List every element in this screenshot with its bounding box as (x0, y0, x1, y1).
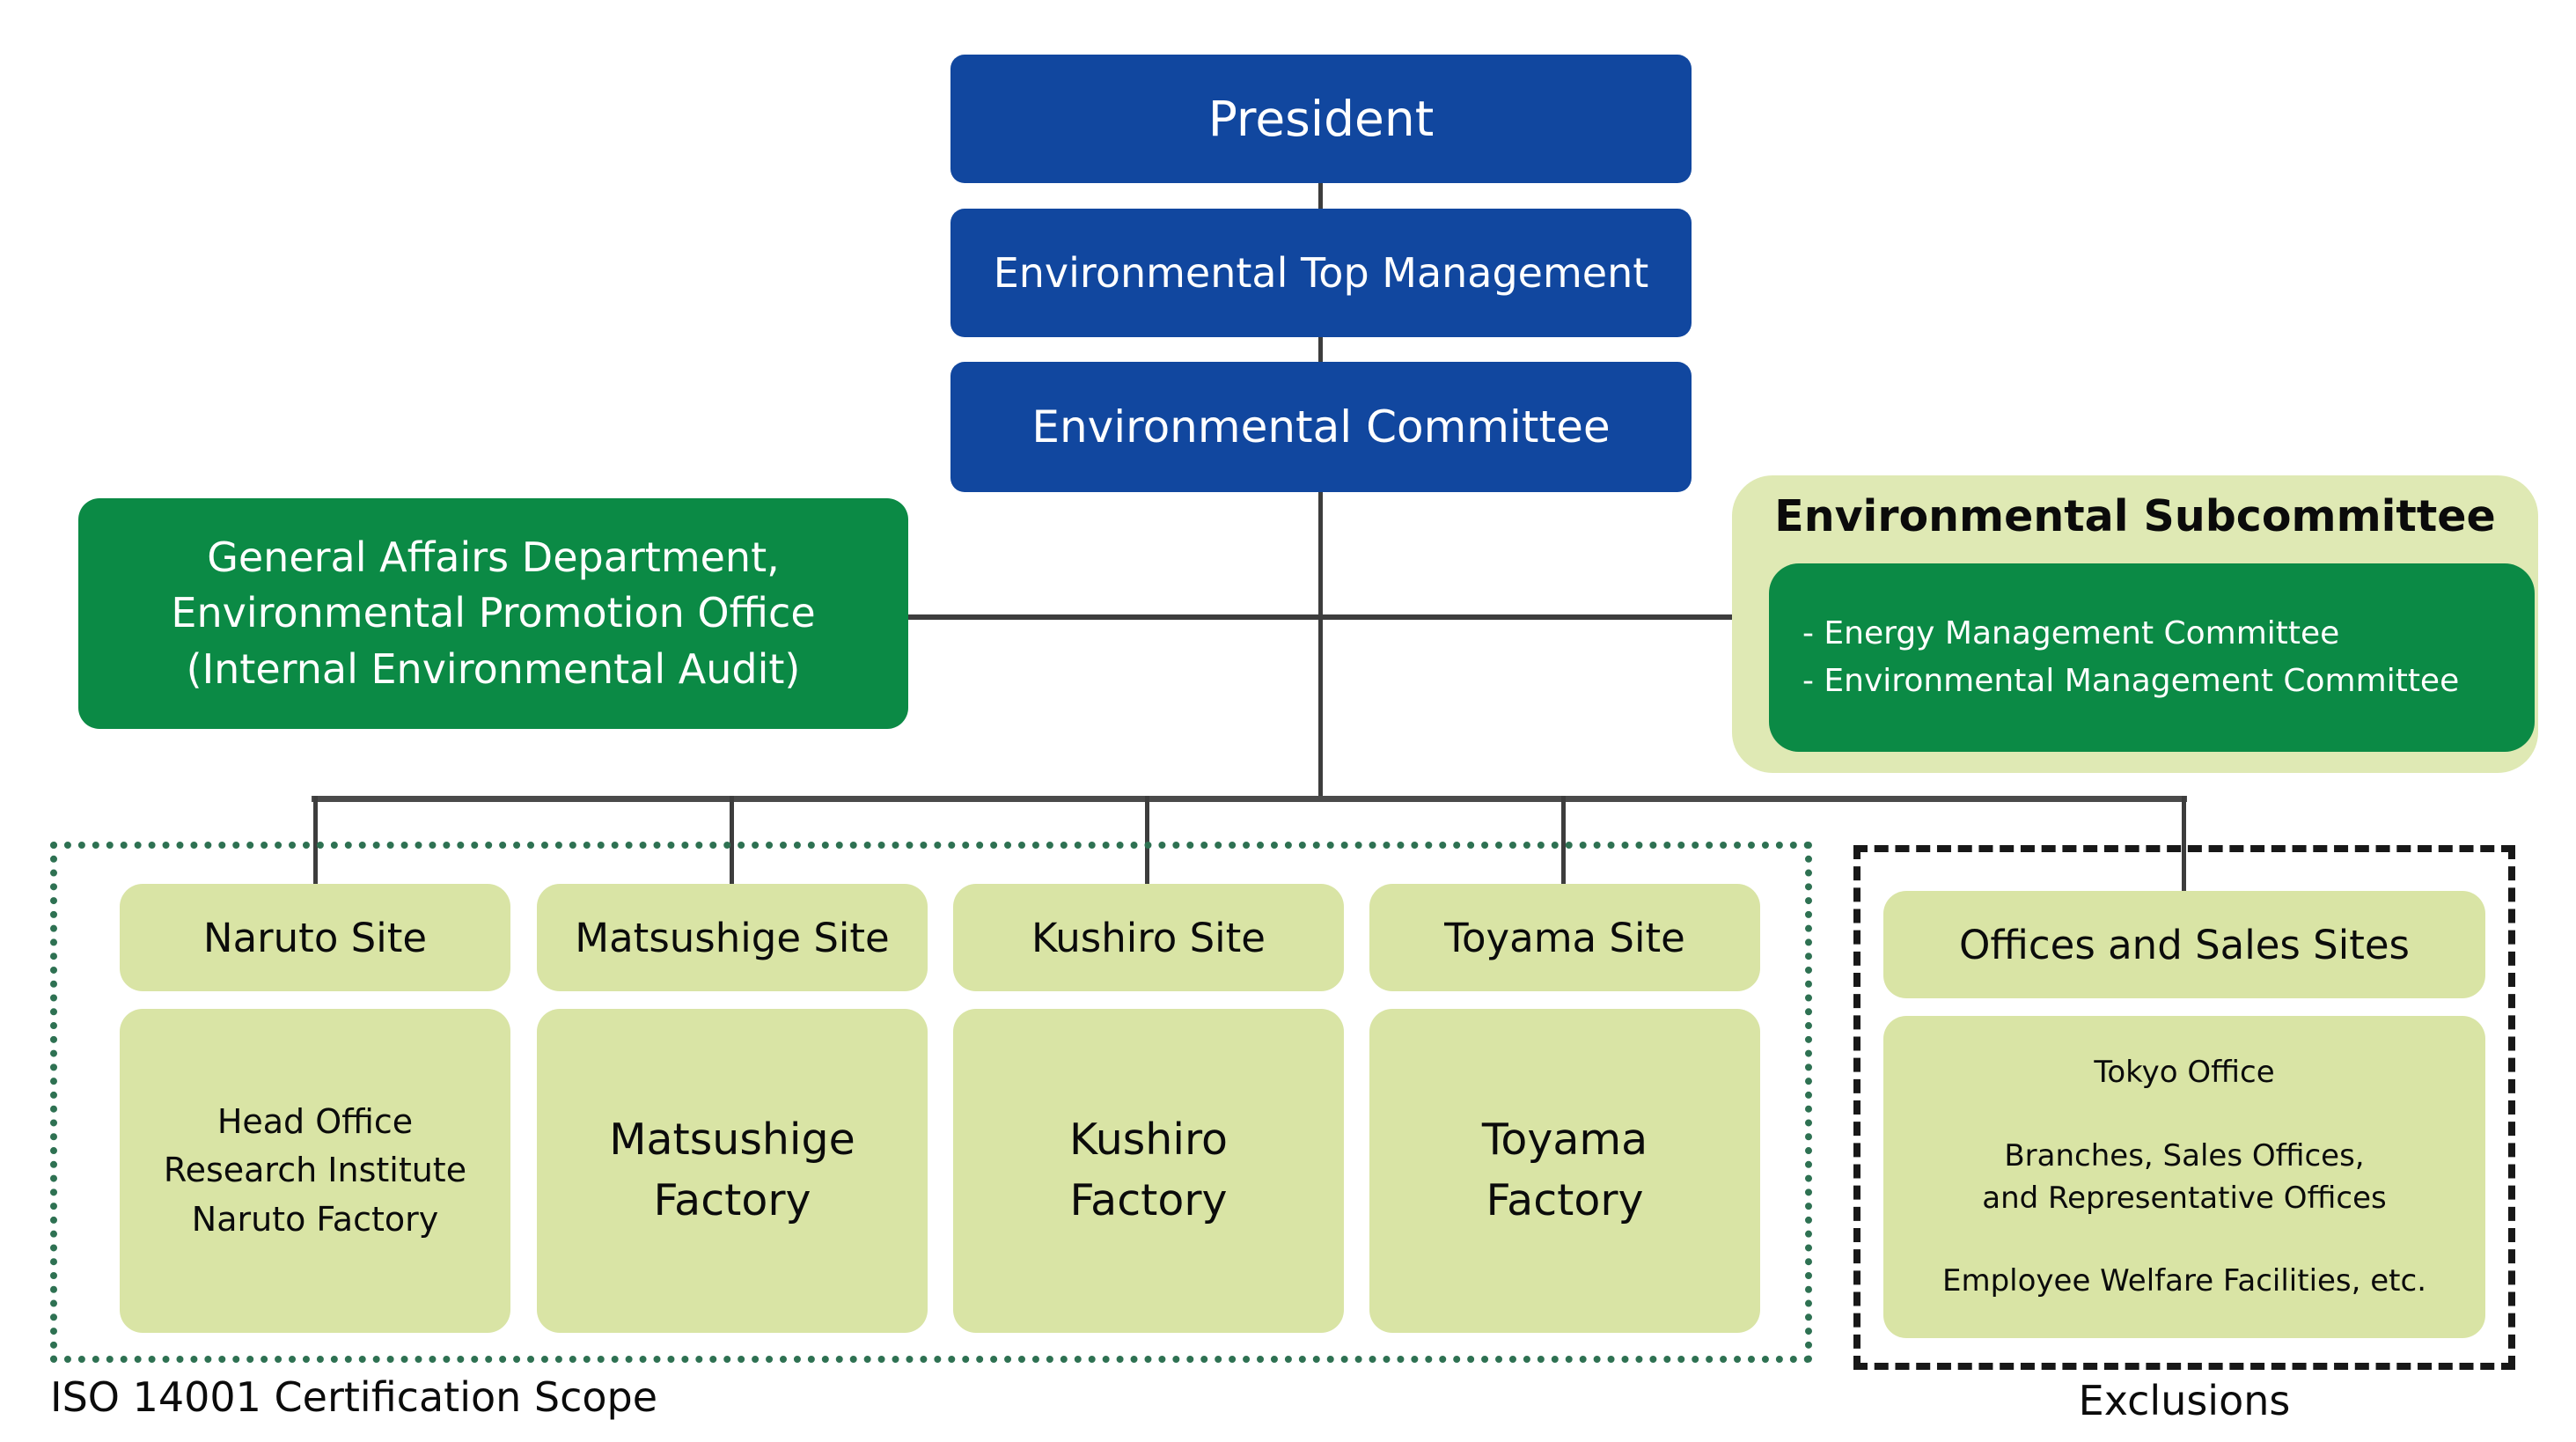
general-affairs-box: General Affairs Department, Environmenta… (78, 498, 908, 729)
offices-sales-header: Offices and Sales Sites (1883, 891, 2485, 998)
naruto-detail-line-3: Naruto Factory (191, 1199, 439, 1239)
environmental-top-management-box: Environmental Top Management (950, 209, 1692, 337)
exclusions-container (1853, 845, 2515, 1370)
connector-bus (312, 796, 2187, 802)
iso-scope-caption: ISO 14001 Certification Scope (50, 1373, 658, 1421)
connector-president-topmgmt (1318, 181, 1323, 210)
matsushige-detail-line-2: Factory (653, 1175, 811, 1225)
kushiro-detail-line-1: Kushiro (1069, 1115, 1228, 1166)
kushiro-site-header: Kushiro Site (953, 884, 1344, 991)
general-affairs-line-2: Environmental Promotion Office (171, 589, 816, 637)
environmental-committee-label: Environmental Committee (1031, 401, 1611, 452)
connector-audit-subcommittee (908, 614, 1732, 620)
subcommittee-item-1: - Energy Management Committee (1802, 615, 2340, 651)
exclusions-caption: Exclusions (2078, 1377, 2291, 1424)
naruto-site-detail: Head Office Research Institute Naruto Fa… (120, 1009, 510, 1333)
general-affairs-line-3: (Internal Environmental Audit) (186, 644, 801, 693)
toyama-site-detail: Toyama Factory (1369, 1009, 1760, 1333)
offices-detail-para-1: Tokyo Office (2094, 1051, 2274, 1093)
naruto-detail-line-2: Research Institute (163, 1151, 467, 1190)
offices-detail-para-3: Employee Welfare Facilities, etc. (1942, 1260, 2426, 1302)
toyama-detail-line-2: Factory (1486, 1175, 1644, 1225)
offices-sales-label: Offices and Sales Sites (1959, 921, 2410, 968)
toyama-site-header: Toyama Site (1369, 884, 1760, 991)
subcommittee-item-2: - Environmental Management Committee (1802, 663, 2460, 699)
environmental-top-management-label: Environmental Top Management (993, 249, 1649, 297)
president-label: President (1207, 91, 1435, 147)
naruto-site-label: Naruto Site (202, 914, 428, 961)
offices-detail-line-1: Tokyo Office (2094, 1055, 2275, 1091)
environmental-subcommittee-title: Environmental Subcommittee (1774, 491, 2496, 541)
offices-detail-line-4: Employee Welfare Facilities, etc. (1941, 1263, 2427, 1299)
toyama-detail-line-1: Toyama (1481, 1115, 1648, 1166)
connector-topmgmt-committee (1318, 335, 1323, 364)
offices-sales-detail: Tokyo Office Branches, Sales Offices, an… (1883, 1016, 2485, 1338)
environmental-committee-box: Environmental Committee (950, 362, 1692, 492)
kushiro-detail-line-2: Factory (1069, 1175, 1228, 1225)
connector-committee-riser (1318, 490, 1323, 800)
subcommittee-list-box: - Energy Management Committee - Environm… (1769, 563, 2535, 752)
offices-detail-line-2: Branches, Sales Offices, (2004, 1137, 2365, 1173)
kushiro-site-detail: Kushiro Factory (953, 1009, 1344, 1333)
offices-detail-para-2: Branches, Sales Offices, and Representat… (1982, 1135, 2386, 1220)
general-affairs-text: General Affairs Department, Environmenta… (171, 530, 815, 697)
environmental-subcommittee-box: Environmental Subcommittee - Energy Mana… (1732, 475, 2538, 773)
president-box: President (950, 55, 1692, 183)
kushiro-site-label: Kushiro Site (1031, 914, 1266, 961)
matsushige-site-header: Matsushige Site (537, 884, 928, 991)
matsushige-site-detail: Matsushige Factory (537, 1009, 928, 1333)
general-affairs-line-1: General Affairs Department, (207, 533, 780, 581)
iso-scope-container (50, 842, 1812, 1363)
offices-detail-line-3: and Representative Offices (1982, 1181, 2387, 1216)
matsushige-site-label: Matsushige Site (575, 914, 890, 961)
naruto-site-header: Naruto Site (120, 884, 510, 991)
matsushige-detail-line-1: Matsushige (609, 1115, 855, 1166)
naruto-detail-line-1: Head Office (217, 1102, 414, 1142)
toyama-site-label: Toyama Site (1444, 914, 1685, 961)
